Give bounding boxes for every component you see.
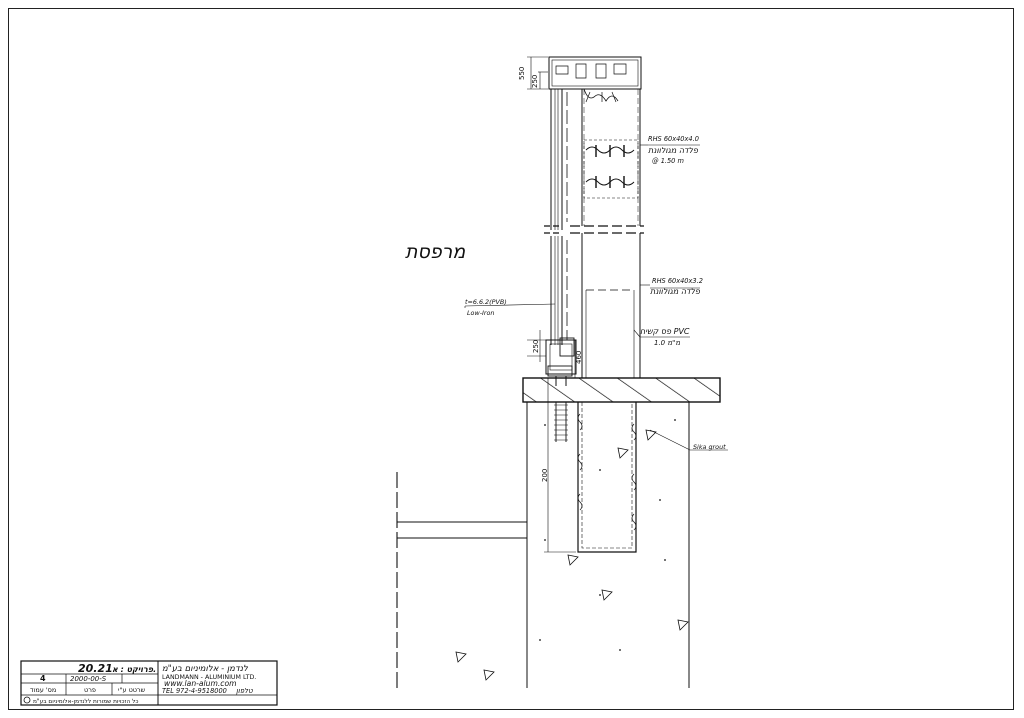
project-number: 20.21 [78, 662, 113, 675]
drawing-sheet-border [8, 8, 1014, 710]
label-rhs-top-spacing: @ 1.50 m [652, 157, 684, 165]
rhs-post-lower [581, 233, 641, 378]
company-name-hebrew: לנדמן - אלומיניום בע"מ [162, 664, 249, 674]
label-rhs-top: RHS 60x40x4.0 [648, 135, 699, 143]
drawing-date: 2000-00-S [70, 675, 107, 683]
wall-foundation [455, 402, 690, 688]
rhs-post-upper [581, 89, 641, 226]
handrail-profile [548, 56, 642, 103]
label-rhs-top-material: פלדה מגולוונת [648, 146, 699, 155]
label-rhs-bottom-material: פלדה מגולוונת [650, 287, 701, 296]
dim-250-top: 250 [531, 75, 539, 88]
balcony-title: מרפסת [405, 241, 466, 263]
company-phone: TEL 972-4-9518000 [162, 687, 227, 695]
leader-lines [464, 144, 728, 451]
detail-label: פרט [84, 686, 96, 694]
phone-label-hebrew: טלפון [236, 687, 253, 695]
label-rhs-bottom: RHS 60x40x3.2 [652, 277, 703, 285]
concrete-slab [522, 377, 721, 403]
break-line [544, 225, 644, 234]
lower-wall-structure [396, 472, 527, 688]
dim-550: 550 [518, 67, 526, 80]
dim-250-bottom: 250 [532, 340, 540, 353]
dim-200: 200 [541, 469, 549, 482]
dimension-lines [527, 56, 576, 553]
label-pvc-thickness: מ"מ 1.0 [654, 339, 680, 347]
copyright-notice: כל הזכויות שמורות ללנדמן-אלומיניום בע"מ [33, 698, 138, 705]
label-glass: t=6.6.2(PVB) [465, 298, 507, 306]
drawn-by-label: שרטט ע"י [118, 686, 146, 694]
label-grout: Sika grout [693, 443, 726, 451]
page-label: מס' עמוד [30, 686, 56, 694]
copyright-icon [23, 696, 31, 704]
project-label: פרויקט : א. [112, 665, 156, 674]
sheet-number: 4 [40, 674, 46, 683]
company-website: www.lan-alum.com [164, 679, 236, 688]
label-glass-type: Low-Iron [467, 309, 494, 317]
title-block [20, 660, 278, 706]
dim-460: 460 [575, 351, 583, 364]
company-name-english: LANDMANN - ALUMINIUM LTD. [162, 674, 256, 681]
label-pvc-tape: פס קשיח PVC [640, 327, 690, 336]
glass-panel [550, 89, 568, 345]
